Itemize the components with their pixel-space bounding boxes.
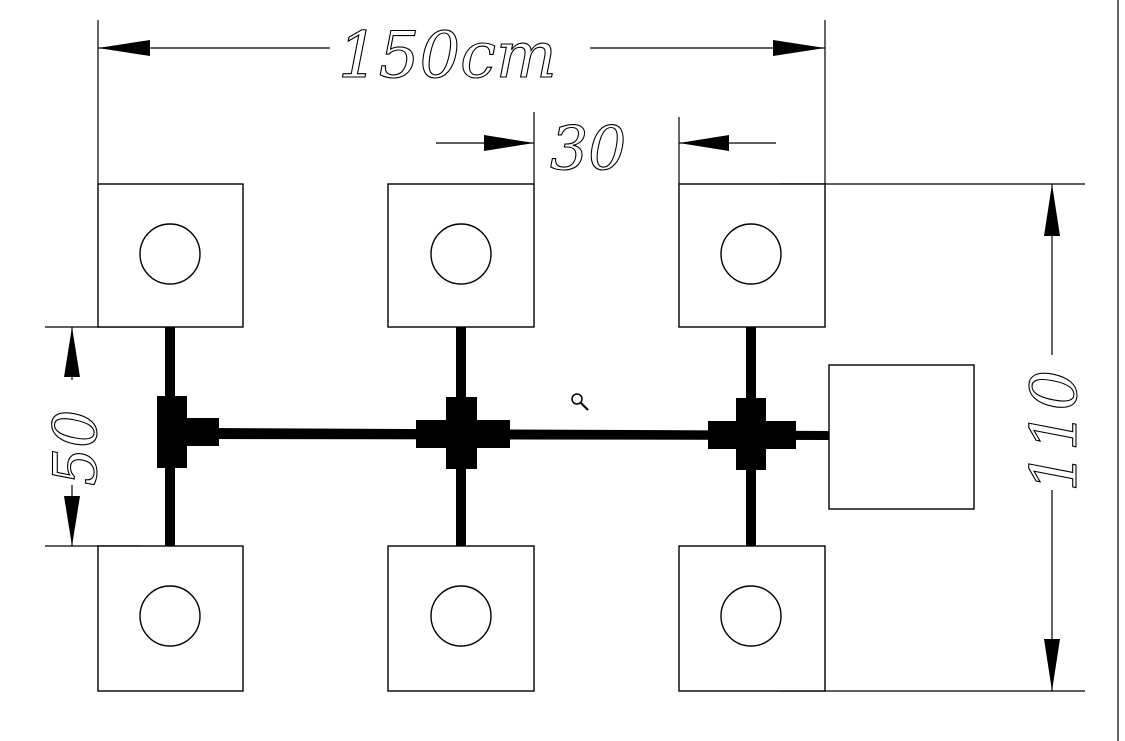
outlet-box-top-right <box>678 183 826 328</box>
outlet-box-bottom-right <box>678 545 826 692</box>
arrow-down-icon <box>64 496 80 546</box>
arrow-right-icon <box>484 135 534 151</box>
arrow-up-icon <box>64 327 80 377</box>
arrow-right-icon <box>773 40 825 56</box>
tee-fitting-left <box>157 396 219 468</box>
total-width-label: 150cm <box>338 19 557 93</box>
outlet-box-top-middle <box>387 183 535 328</box>
outlet-box-top-left <box>97 183 244 328</box>
outlet-box-bottom-left <box>97 545 244 692</box>
pipe-network <box>157 327 830 547</box>
hole-icon <box>430 585 492 647</box>
cross-fitting-right <box>708 398 796 470</box>
hole-icon <box>720 223 782 285</box>
gap-label: 30 <box>550 114 626 184</box>
main-pipe <box>210 428 830 440</box>
arrow-left-icon <box>679 135 729 151</box>
hole-icon <box>139 223 201 285</box>
magnifier-icon[interactable] <box>571 393 589 411</box>
row-spacing-label: 50 <box>41 410 111 486</box>
total-height-label: 110 <box>1018 370 1092 492</box>
arrow-up-icon <box>1044 184 1060 236</box>
arrow-down-icon <box>1044 639 1060 691</box>
cross-fitting-middle <box>416 397 510 469</box>
outlet-box-bottom-middle <box>387 545 535 692</box>
hole-icon <box>720 585 782 647</box>
dimension-total-height: 110 <box>780 183 1093 692</box>
dimension-gap: 30 <box>436 112 776 185</box>
arrow-left-icon <box>98 40 150 56</box>
junction-box-right <box>828 364 975 510</box>
hole-icon <box>139 585 201 647</box>
hole-icon <box>430 223 492 285</box>
dimension-row-spacing: 50 <box>40 326 170 547</box>
dimension-total-width: 150cm <box>97 18 826 184</box>
